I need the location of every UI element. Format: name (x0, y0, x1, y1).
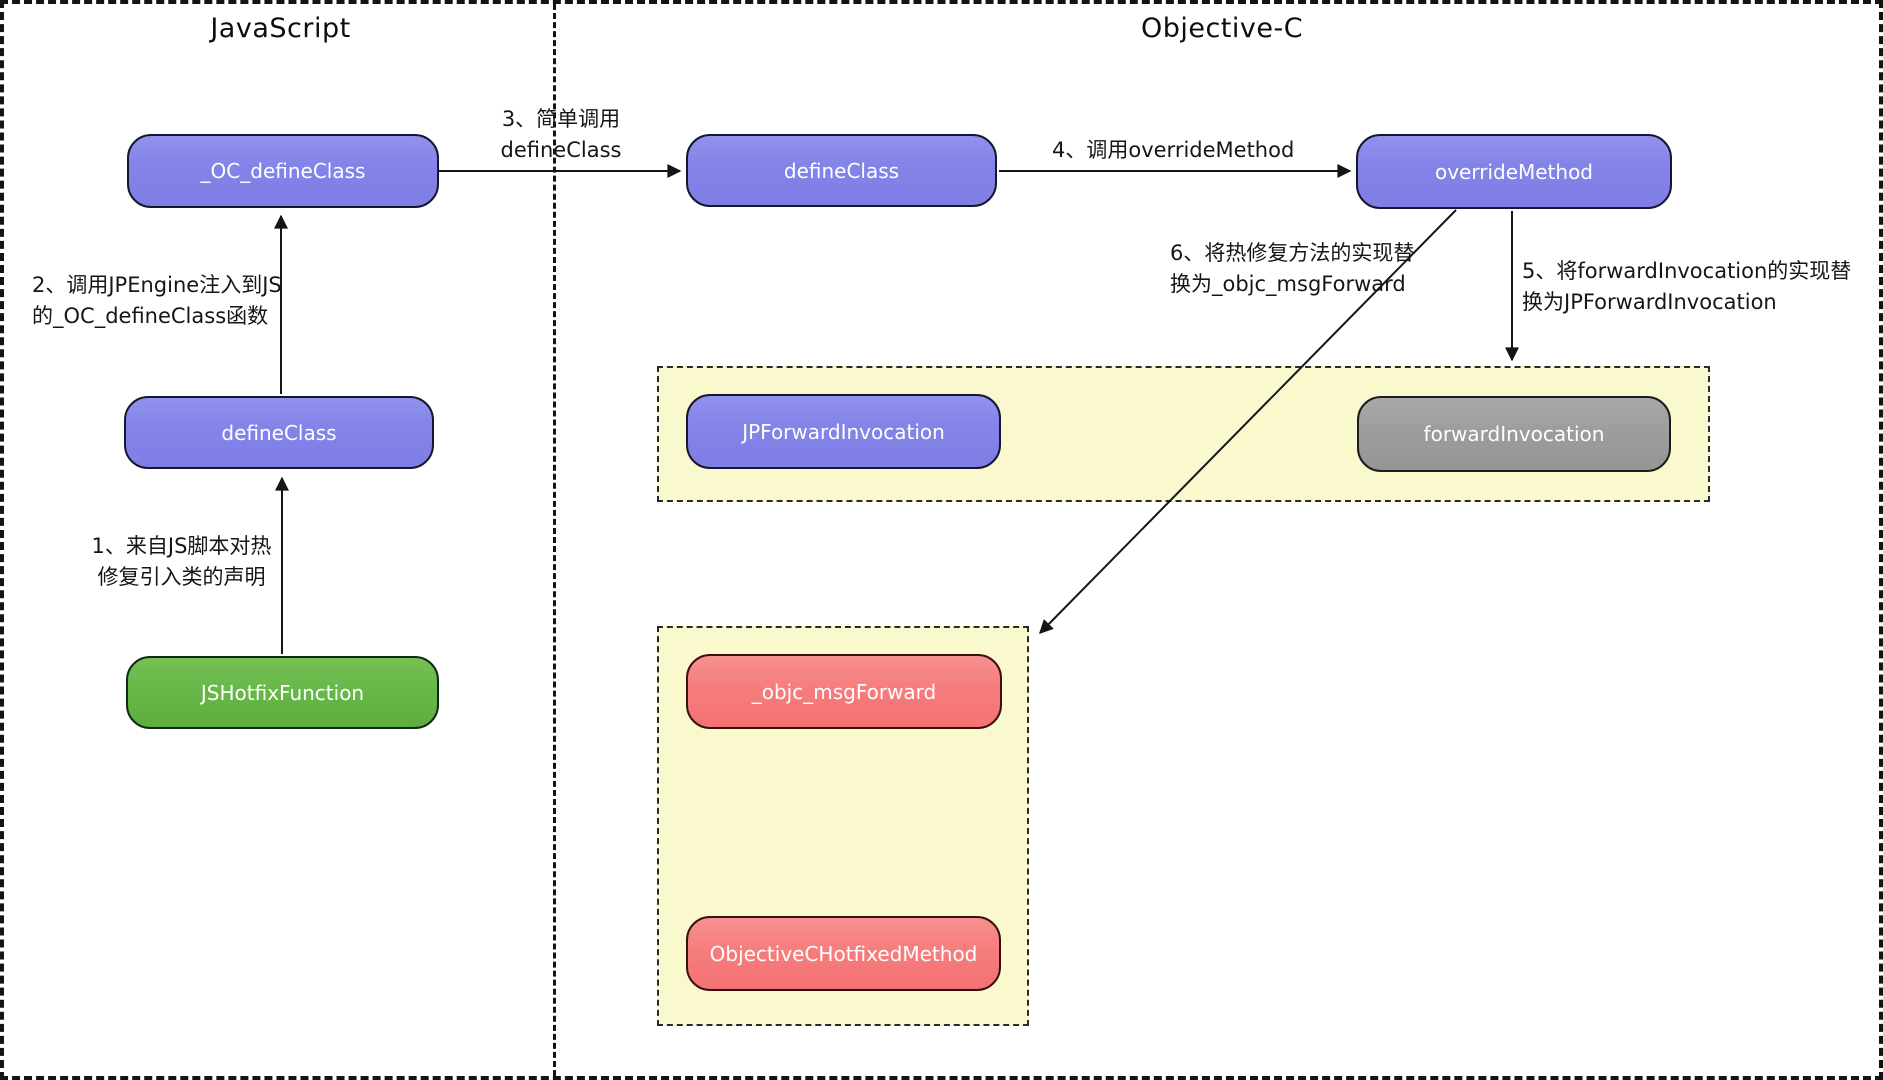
annotation-line: 1、来自JS脚本对热 (91, 534, 272, 558)
annotation-line: 修复引入类的声明 (97, 565, 266, 589)
node-label: _objc_msgForward (751, 679, 937, 704)
annotation-line: 的_OC_defineClass函数 (32, 304, 269, 328)
annotation-step1: 1、来自JS脚本对热 修复引入类的声明 (74, 531, 289, 593)
node-label: defineClass (221, 420, 337, 445)
annotation-step3: 3、简单调用 defineClass (452, 104, 670, 166)
node-defineclass-oc: defineClass (686, 134, 997, 207)
node-label: ObjectiveCHotfixedMethod (709, 941, 978, 966)
annotation-line: 换为JPForwardInvocation (1522, 290, 1777, 314)
annotation-line: 4、调用overrideMethod (1052, 138, 1295, 162)
node-overridemethod: overrideMethod (1356, 134, 1672, 209)
node-jpforwardinvocation: JPForwardInvocation (686, 394, 1001, 469)
node-forwardinvocation: forwardInvocation (1357, 396, 1671, 472)
node-label: _OC_defineClass (200, 159, 366, 183)
section-title-javascript: JavaScript (210, 13, 351, 44)
annotation-line: 3、简单调用 (501, 107, 621, 131)
annotation-step2: 2、调用JPEngine注入到JS 的_OC_defineClass函数 (32, 270, 282, 332)
section-title-objective-c: Objective-C (1140, 13, 1304, 44)
node-label: forwardInvocation (1423, 422, 1605, 446)
node-oc-defineclass-js: _OC_defineClass (127, 134, 439, 208)
node-label: JSHotfixFunction (200, 680, 365, 705)
node-label: JPForwardInvocation (742, 419, 945, 444)
annotation-line: 换为_objc_msgForward (1170, 272, 1406, 296)
section-divider-line (553, 4, 556, 1076)
annotation-line: defineClass (500, 138, 622, 162)
annotation-step6: 6、将热修复方法的实现替 换为_objc_msgForward (1170, 238, 1414, 300)
node-objectivec-hotfixed-method: ObjectiveCHotfixedMethod (686, 916, 1001, 991)
node-defineclass-js: defineClass (124, 396, 434, 469)
annotation-line: 5、将forwardInvocation的实现替 (1522, 259, 1852, 283)
node-jshotfixfunction: JSHotfixFunction (126, 656, 439, 729)
annotation-line: 6、将热修复方法的实现替 (1170, 241, 1415, 265)
annotation-step5: 5、将forwardInvocation的实现替 换为JPForwardInvo… (1522, 256, 1851, 318)
node-label: defineClass (783, 158, 900, 183)
annotation-step4: 4、调用overrideMethod (1052, 135, 1294, 166)
node-objc-msgforward: _objc_msgForward (686, 654, 1002, 729)
node-label: overrideMethod (1434, 159, 1594, 184)
annotation-line: 2、调用JPEngine注入到JS (32, 273, 282, 297)
